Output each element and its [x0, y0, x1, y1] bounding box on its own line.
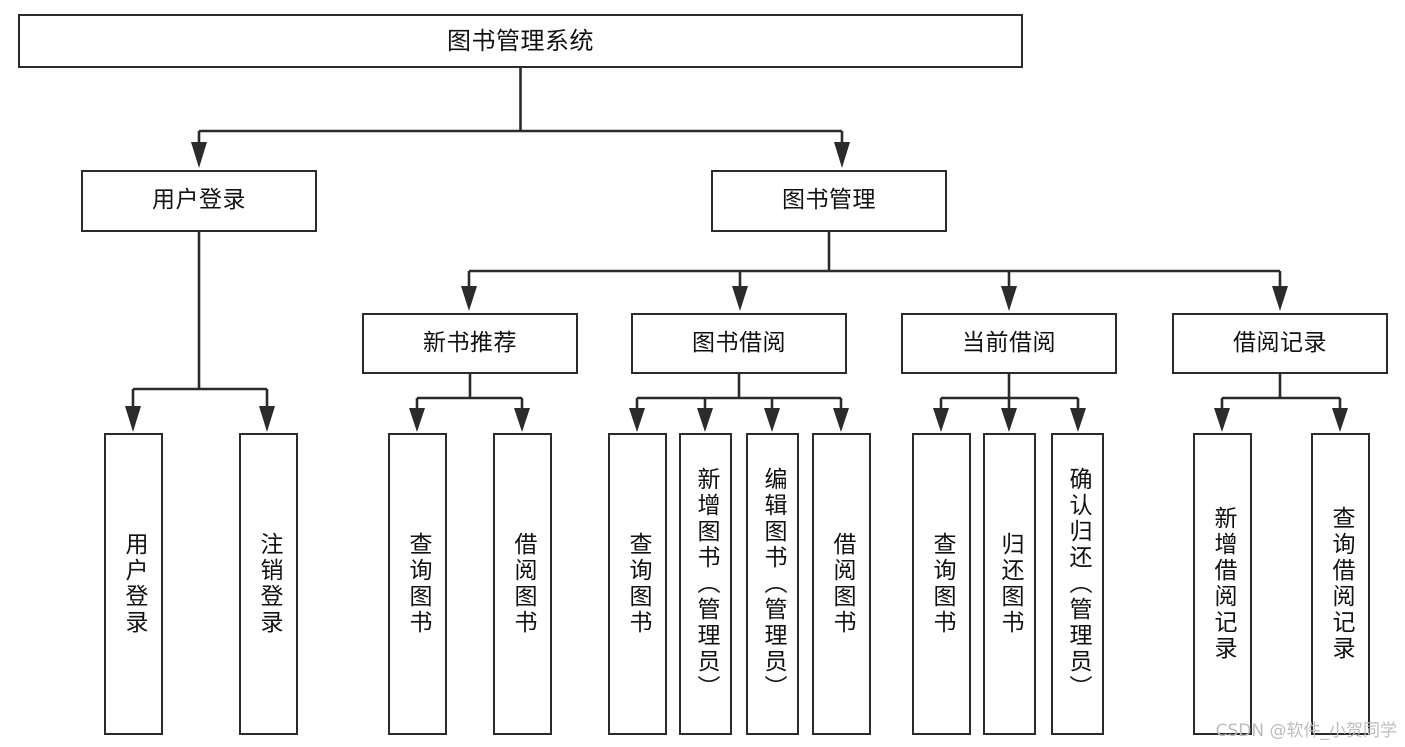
node-label: 图书管理 — [782, 187, 876, 214]
node-label: 查询图书 — [405, 532, 431, 636]
node-label: 编辑图书（管理员） — [760, 467, 786, 701]
node-leaf-borrow-book-recommend[interactable]: 借阅图书 — [493, 433, 552, 735]
node-label: 借阅图书 — [510, 532, 536, 636]
node-label: 用户登录 — [121, 532, 147, 636]
csdn-watermark: CSDN @软件_小贺同学 — [1215, 721, 1397, 741]
node-label: 借阅记录 — [1233, 329, 1327, 356]
node-user-login[interactable]: 用户登录 — [81, 170, 317, 232]
node-label: 归还图书 — [997, 532, 1023, 636]
node-leaf-add-book[interactable]: 新增图书（管理员） — [679, 433, 732, 735]
node-leaf-confirm-return[interactable]: 确认归还（管理员） — [1051, 433, 1104, 735]
node-leaf-add-borrow-record[interactable]: 新增借阅记录 — [1193, 433, 1252, 735]
node-leaf-query-book-borrow[interactable]: 查询图书 — [608, 433, 667, 735]
node-current-borrow[interactable]: 当前借阅 — [901, 313, 1117, 374]
node-label: 当前借阅 — [962, 329, 1056, 356]
node-book-management[interactable]: 图书管理 — [711, 170, 947, 232]
node-leaf-user-login[interactable]: 用户登录 — [104, 433, 163, 735]
node-leaf-query-borrow-record[interactable]: 查询借阅记录 — [1311, 433, 1370, 735]
node-label: 借阅图书 — [829, 532, 855, 636]
node-borrow-record[interactable]: 借阅记录 — [1172, 313, 1388, 374]
node-book-borrow[interactable]: 图书借阅 — [631, 313, 847, 374]
node-leaf-borrow-book[interactable]: 借阅图书 — [812, 433, 871, 735]
node-label: 查询借阅记录 — [1328, 506, 1354, 662]
node-label: 图书管理系统 — [447, 26, 594, 55]
node-label: 查询图书 — [625, 532, 651, 636]
node-leaf-query-book-recommend[interactable]: 查询图书 — [388, 433, 447, 735]
node-leaf-edit-book[interactable]: 编辑图书（管理员） — [746, 433, 799, 735]
node-label: 确认归还（管理员） — [1065, 467, 1091, 701]
node-label: 查询图书 — [929, 532, 955, 636]
node-label: 新书推荐 — [423, 329, 517, 356]
node-leaf-logout[interactable]: 注销登录 — [239, 433, 298, 735]
node-leaf-return-book[interactable]: 归还图书 — [983, 433, 1036, 735]
node-label: 图书借阅 — [692, 329, 786, 356]
node-leaf-query-book-current[interactable]: 查询图书 — [912, 433, 971, 735]
node-new-book-recommend[interactable]: 新书推荐 — [362, 313, 578, 374]
node-label: 注销登录 — [256, 532, 282, 636]
node-label: 用户登录 — [152, 187, 246, 214]
node-label: 新增借阅记录 — [1210, 506, 1236, 662]
node-label: 新增图书（管理员） — [693, 467, 719, 701]
node-root-book-management-system[interactable]: 图书管理系统 — [18, 14, 1023, 68]
